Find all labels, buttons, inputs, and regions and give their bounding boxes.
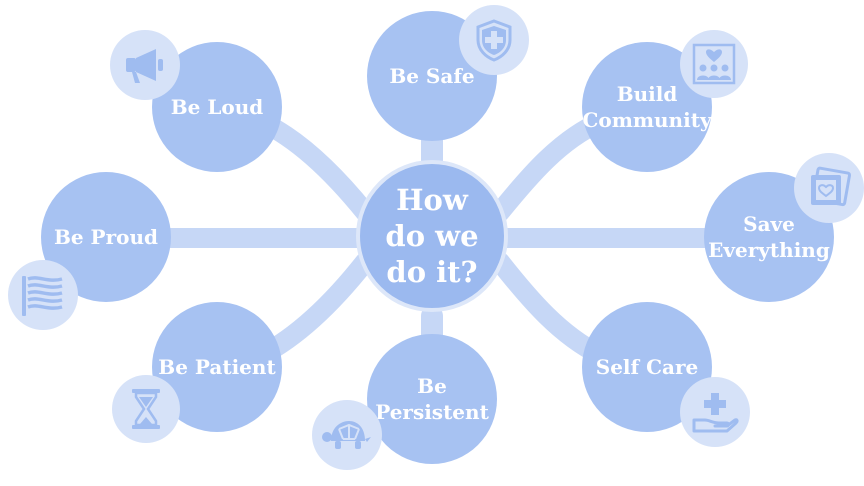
node-label-line-2: Persistent [375, 400, 489, 424]
center-label-line-1: How [396, 183, 468, 217]
node-label-line-1: Build [616, 82, 678, 106]
node-self-care: Self Care [582, 302, 712, 432]
node-label-line-2: Community [582, 108, 712, 132]
node-label: Be Loud [170, 95, 264, 119]
caring-hand-icon [680, 377, 750, 447]
node-label-line-1: Save [743, 212, 795, 236]
hourglass-icon [112, 375, 180, 443]
node-label: Be Safe [389, 64, 475, 88]
node-label-line-1: Be [417, 374, 447, 398]
turtle-icon [312, 400, 382, 470]
node-label: Self Care [595, 355, 699, 379]
node-label: Be Patient [158, 355, 276, 379]
center-hub: How do we do it? [356, 160, 508, 312]
connector-be-loud [252, 112, 375, 222]
center-label-line-3: do it? [386, 255, 478, 289]
connector-be-patient [252, 252, 375, 365]
connector-self-care [490, 252, 610, 365]
megaphone-icon [110, 30, 180, 100]
shield-icon [459, 5, 529, 75]
center-label-line-2: do we [385, 219, 479, 253]
connector-build-community [490, 112, 610, 222]
node-label-line-2: Everything [708, 238, 830, 262]
community-icon [680, 30, 748, 98]
photos-icon [794, 153, 864, 223]
node-be-persistent: Be Persistent [367, 334, 497, 464]
flag-icon [8, 260, 78, 330]
node-build-community: Build Community [582, 42, 712, 172]
node-label: Be Proud [53, 225, 159, 249]
